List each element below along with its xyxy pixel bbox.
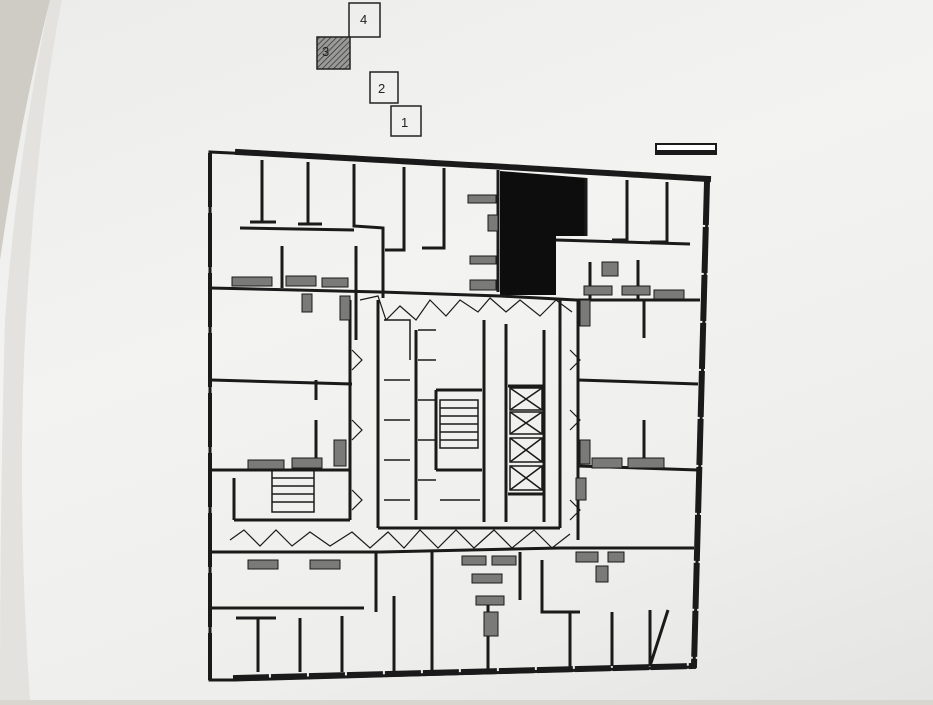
- key-plan-section-3: [316, 36, 351, 70]
- fixtures: [231, 194, 685, 637]
- key-plan-section-1: [390, 105, 422, 137]
- core-details: [271, 319, 543, 513]
- key-plan: 4 3 2 1: [316, 2, 422, 137]
- key-plan-label-4: 4: [360, 12, 367, 27]
- paper-edge-shadow: [0, 0, 62, 700]
- outer-walls: [208, 148, 712, 682]
- key-plan-section-2: [369, 71, 399, 104]
- scale-bar-fill: [656, 150, 716, 154]
- highlighted-apartment: [500, 171, 587, 295]
- key-plan-label-2: 2: [378, 81, 385, 96]
- desk-corner: [0, 0, 50, 260]
- key-plan-section-4: [348, 2, 381, 38]
- corridor-outline: [229, 295, 581, 549]
- interior-walls: [209, 160, 700, 672]
- key-plan-label-3: 3: [322, 44, 329, 59]
- key-plan-label-1: 1: [401, 115, 408, 130]
